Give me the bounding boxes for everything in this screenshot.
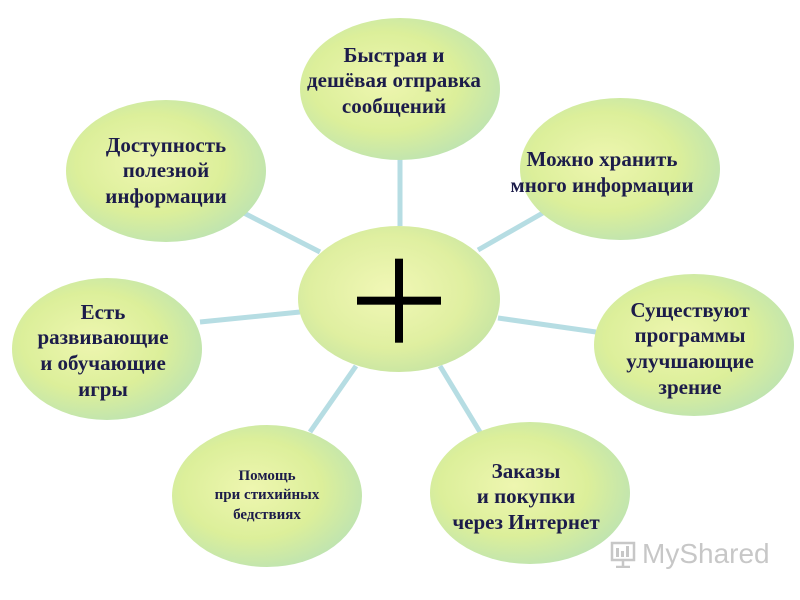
node-label: Можно хранить много информации <box>510 147 694 197</box>
node-label: Существуют программы улучшающие зрение <box>626 297 754 399</box>
connector-bottom-left <box>307 364 359 434</box>
node-label: Быстрая и дешёвая отправка сообщений <box>307 42 481 118</box>
connector-top-right <box>476 207 550 253</box>
node-label: Помощь при стихийных бедствиях <box>214 467 320 523</box>
node-vision-programs: Существуют программы улучшающие зрение <box>594 274 794 416</box>
presentation-board-icon <box>610 541 636 568</box>
plus-sign-icon <box>357 258 441 343</box>
watermark-logo: MyShared <box>610 536 780 572</box>
node-online-shopping: Заказы и покупки через Интернет <box>430 422 630 564</box>
connector-top-left <box>240 209 322 255</box>
center-node <box>298 226 500 372</box>
connector-right <box>497 315 597 335</box>
node-fast-cheap-messaging: Быстрая и дешёвая отправка сообщений <box>300 18 500 160</box>
node-label: Доступность полезной информации <box>105 132 227 208</box>
connector-bottom-right <box>437 364 483 434</box>
node-store-much-information: Можно хранить много информации <box>510 98 720 240</box>
node-disaster-help: Помощь при стихийных бедствиях <box>172 425 362 567</box>
watermark-text: MyShared <box>642 538 770 569</box>
node-educational-games: Есть развивающие и обучающие игры <box>12 278 202 420</box>
node-useful-information-access: Доступность полезной информации <box>66 100 266 242</box>
node-label: Заказы и покупки через Интернет <box>452 458 600 534</box>
connector-left <box>199 309 301 325</box>
node-label: Есть развивающие и обучающие игры <box>37 299 169 401</box>
